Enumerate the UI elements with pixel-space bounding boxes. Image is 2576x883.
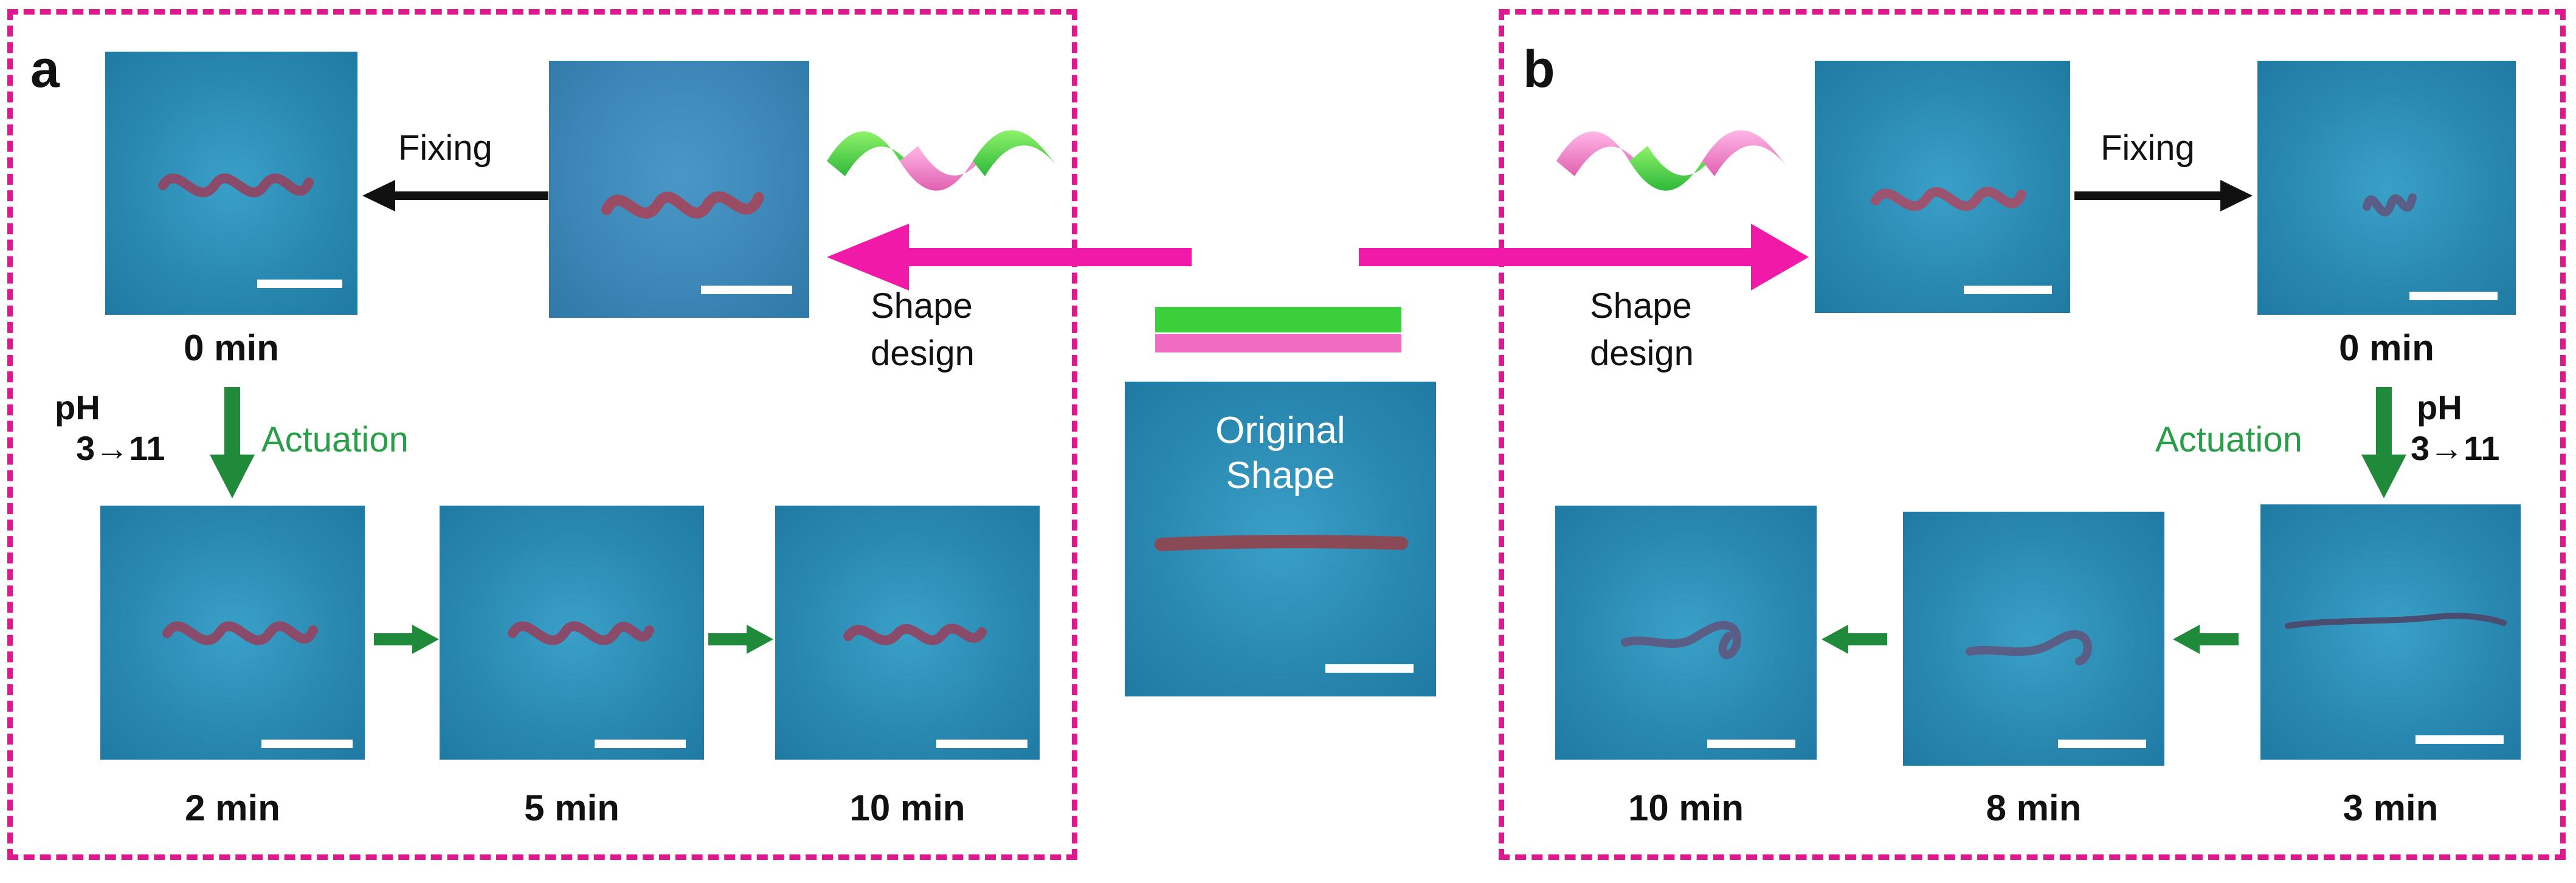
straight-strip-sample <box>1155 535 1408 551</box>
helix-ribbon-b-icon <box>1556 130 1787 191</box>
scale-bar <box>261 740 353 748</box>
panel-a-letter: a <box>30 40 60 98</box>
photo-a-10min <box>775 506 1040 760</box>
scale-bar <box>595 740 686 748</box>
fixing-label-a: Fixing <box>398 128 492 168</box>
original-shape-label-line1: Original <box>1215 410 1345 452</box>
flattened-sample-icon <box>2285 613 2507 629</box>
bilayer-strip-pink <box>1155 334 1401 352</box>
fixing-arrow-b <box>2074 180 2253 211</box>
ph-label-a-line2: 3→11 <box>76 429 165 467</box>
actuation-label-b: Actuation <box>2155 420 2302 459</box>
step-arrow-b1 <box>1822 625 1887 654</box>
ph-label-a-line1: pH <box>55 388 100 427</box>
photo-b-shape-design <box>1815 61 2070 313</box>
photo-a-5min <box>440 506 704 760</box>
time-label-b-10min: 10 min <box>1628 788 1744 828</box>
original-shape-label-line2: Shape <box>1226 455 1335 496</box>
panel-b-letter: b <box>1523 40 1555 98</box>
scale-bar <box>1964 286 2052 294</box>
time-label-b-8min: 8 min <box>1986 788 2082 828</box>
bilayer-strip-green <box>1155 307 1401 332</box>
scale-bar <box>701 286 792 294</box>
time-label-b-0min: 0 min <box>2339 328 2434 368</box>
curled-sample-icon <box>1621 620 1742 659</box>
helix-sample-icon <box>601 191 764 219</box>
big-arrow-left <box>827 224 1192 290</box>
panel-b-frame <box>1499 9 2566 860</box>
shape-design-label-a-line2: design <box>871 334 975 373</box>
helix-sample-icon <box>843 624 987 645</box>
big-arrow-right <box>1359 224 1809 290</box>
helix-sample-icon <box>1871 187 2026 211</box>
ph-label-b-line1: pH <box>2417 388 2462 427</box>
photo-a-shape-design <box>549 61 809 318</box>
helix-sample-icon <box>158 173 314 198</box>
helix-ribbon-a-icon <box>827 130 1058 191</box>
step-arrow-a1 <box>374 625 439 654</box>
actuation-arrow-b <box>2361 387 2406 498</box>
time-label-a-2min: 2 min <box>185 788 280 828</box>
curled-sample-icon <box>1966 630 2092 665</box>
scale-bar <box>2415 735 2504 744</box>
shape-design-label-b-line2: design <box>1590 334 1694 373</box>
photo-b-0min <box>2257 61 2516 315</box>
actuation-arrow-a <box>210 387 255 498</box>
photo-original-shape <box>1125 382 1436 696</box>
photo-b-8min <box>1903 512 2164 766</box>
photo-a-0min <box>105 52 357 315</box>
photo-a-2min <box>100 506 365 760</box>
scale-bar <box>936 740 1027 748</box>
shape-design-label-a-line1: Shape <box>871 286 973 326</box>
scale-bar <box>1325 664 1414 673</box>
fixing-arrow-a <box>362 180 548 211</box>
ph-label-b-line2: 3→11 <box>2411 429 2500 467</box>
step-arrow-b2 <box>2173 625 2239 654</box>
helix-sample-icon <box>162 621 318 645</box>
photo-b-10min <box>1555 506 1817 760</box>
photo-b-3min <box>2260 504 2521 760</box>
scale-bar <box>2409 292 2498 300</box>
actuation-label-a: Actuation <box>261 420 409 459</box>
step-arrow-a2 <box>708 625 773 654</box>
time-label-a-5min: 5 min <box>524 788 620 828</box>
scale-bar <box>2058 740 2146 748</box>
fixing-label-b: Fixing <box>2101 128 2195 168</box>
time-label-b-3min: 3 min <box>2343 788 2439 828</box>
panel-a-frame <box>7 9 1077 860</box>
time-label-a-0min: 0 min <box>184 328 279 368</box>
helix-sample-icon <box>2363 193 2417 217</box>
scale-bar <box>257 280 342 288</box>
shape-design-label-b-line1: Shape <box>1590 286 1692 326</box>
scale-bar <box>1707 740 1795 748</box>
helix-sample-icon <box>508 621 654 645</box>
time-label-a-10min: 10 min <box>849 788 965 828</box>
